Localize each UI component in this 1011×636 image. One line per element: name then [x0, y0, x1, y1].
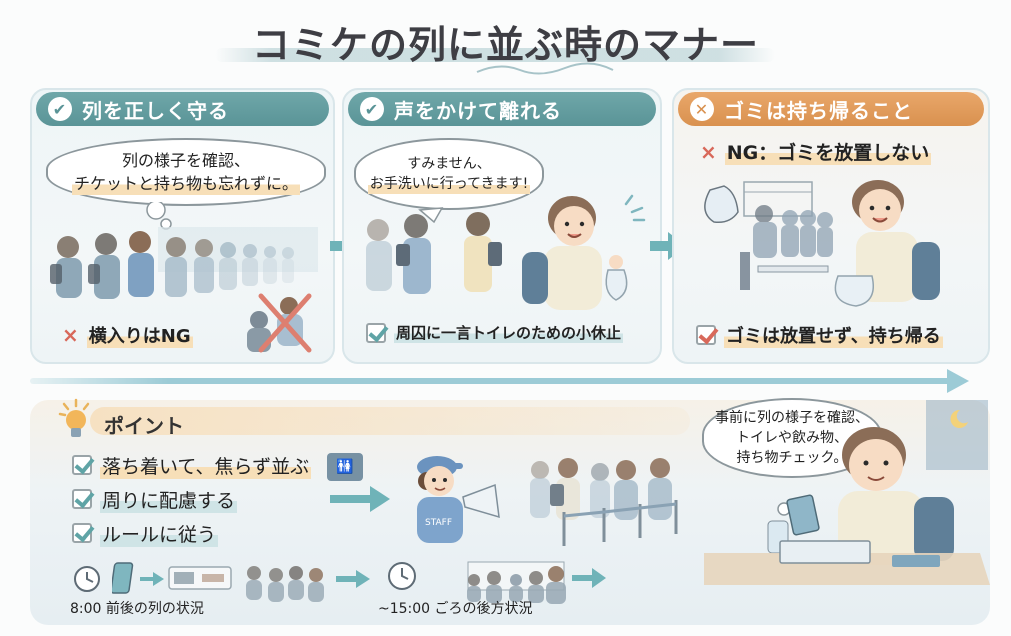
card-title: 声をかけて離れる: [394, 98, 562, 123]
clock-icon: [74, 566, 100, 592]
point-text: ルールに従う: [100, 519, 219, 547]
checkbox-icon: [72, 489, 92, 509]
checkbox-icon: [72, 455, 92, 475]
card-announce-leave: ✔ 声をかけて離れる すみません、 お手洗いに行ってきます! 周囚に一言トイレの…: [342, 88, 662, 364]
speech-bubble: すみません、 お手洗いに行ってきます!: [354, 138, 544, 210]
staff-illustration: STAFF: [417, 456, 500, 543]
queue-barrier-illustration: [530, 458, 678, 546]
page-title: コミケの列に並ぶ時のマナー: [251, 23, 759, 67]
card-keep-line: ✔ 列を正しく守る 列の様子を確認、 チケットと持ち物も忘れずに。 × 横入りは…: [30, 88, 335, 364]
points-list: 落ち着いて、焦らず並ぶ 周りに配慮する ルールに従う: [72, 448, 312, 550]
points-title: ポイント: [104, 414, 184, 438]
title-wash: [215, 48, 775, 62]
bubble-line: すみません、: [407, 155, 491, 172]
point-item: ルールに従う: [72, 516, 311, 550]
ng-cross-icon: ×: [62, 323, 79, 347]
ng-note-text: 横入りはNG: [86, 322, 193, 348]
cutting-in-illustration: [247, 293, 312, 353]
point-item: 落ち着いて、焦らず並ぶ: [72, 448, 312, 482]
staff-label: STAFF: [425, 518, 452, 528]
afternoon-queue-illustration: [467, 561, 566, 604]
timeline-label-afternoon: ~15:00 ごろの後方状況: [378, 601, 533, 617]
card-header-take-trash-home: ✕ ゴミは持ち帰ること: [678, 92, 984, 126]
leaving-line-illustration: [366, 194, 646, 310]
card-header-keep-line: ✔ 列を正しく守る: [36, 92, 329, 126]
ticket-sign-icon: [168, 566, 232, 590]
progress-arrow-icon: [947, 369, 969, 393]
night-window-illustration: [926, 400, 988, 470]
ok-note-text: ゴミは放置せず、持ち帰る: [724, 322, 943, 348]
points-header-band: [90, 407, 690, 435]
ng-note-text: NG：ゴミを放置しない: [724, 138, 932, 165]
no-cutting-note: × 横入りはNG: [62, 322, 193, 348]
trash-illustration: [704, 180, 940, 307]
bubble-line: 事前に列の様子を確認、: [715, 409, 869, 426]
flow-arrow-icon: [330, 486, 390, 512]
speech-bubble: 列の様子を確認、 チケットと持ち物も忘れずに。: [46, 138, 326, 206]
restroom-sign-icon: 🚻: [327, 453, 363, 481]
card-title: ゴミは持ち帰ること: [724, 98, 913, 123]
checkbox-icon: [696, 325, 716, 345]
clock-icon: [388, 562, 416, 590]
crowd-illustration: [246, 566, 324, 602]
cross-icon: ✕: [690, 97, 714, 121]
take-trash-note: ゴミは放置せず、持ち帰る: [696, 322, 943, 348]
card-header-announce-leave: ✔ 声をかけて離れる: [348, 92, 656, 126]
bubble-line: 持ち物チェック。: [736, 450, 848, 467]
flow-arrow-icon: [140, 572, 164, 586]
no-littering-note: × NG：ゴミを放置しない: [700, 138, 932, 165]
card-take-trash-home: ✕ ゴミは持ち帰ること × NG：ゴミを放置しない ゴミは放置せず、持ち帰る: [672, 88, 990, 364]
lightbulb-icon: [58, 398, 90, 437]
restroom-note: 周囚に一言トイレのための小休止: [366, 322, 624, 343]
check-icon: ✔: [48, 97, 72, 121]
flow-arrow-icon: [572, 568, 606, 588]
bubble-line: トイレや飲み物、: [736, 429, 848, 446]
point-text: 周りに配慮する: [100, 485, 238, 513]
ok-note-text: 周囚に一言トイレのための小休止: [394, 322, 624, 343]
bubble-line: お手洗いに行ってきます!: [367, 174, 531, 195]
card-title: 列を正しく守る: [82, 98, 229, 123]
title-squiggle-decoration: [476, 62, 614, 75]
progress-line: [30, 378, 950, 384]
ng-cross-icon: ×: [700, 139, 717, 164]
bubble-line: チケットと持ち物も忘れずに。: [71, 172, 300, 196]
checkbox-icon: [366, 322, 386, 343]
check-icon: ✔: [360, 97, 384, 121]
point-item: 周りに配慮する: [72, 482, 311, 516]
queue-illustration: [50, 202, 318, 299]
checkbox-icon: [72, 523, 92, 543]
flow-arrow-icon: [336, 570, 370, 588]
timeline-label-morning: 8:00 前後の列の状況: [70, 601, 204, 617]
point-text: 落ち着いて、焦らず並ぶ: [100, 451, 312, 479]
preparing-boy-illustration: [704, 427, 990, 585]
smartphone-icon: [112, 562, 134, 594]
bubble-line: 列の様子を確認、: [121, 150, 250, 170]
